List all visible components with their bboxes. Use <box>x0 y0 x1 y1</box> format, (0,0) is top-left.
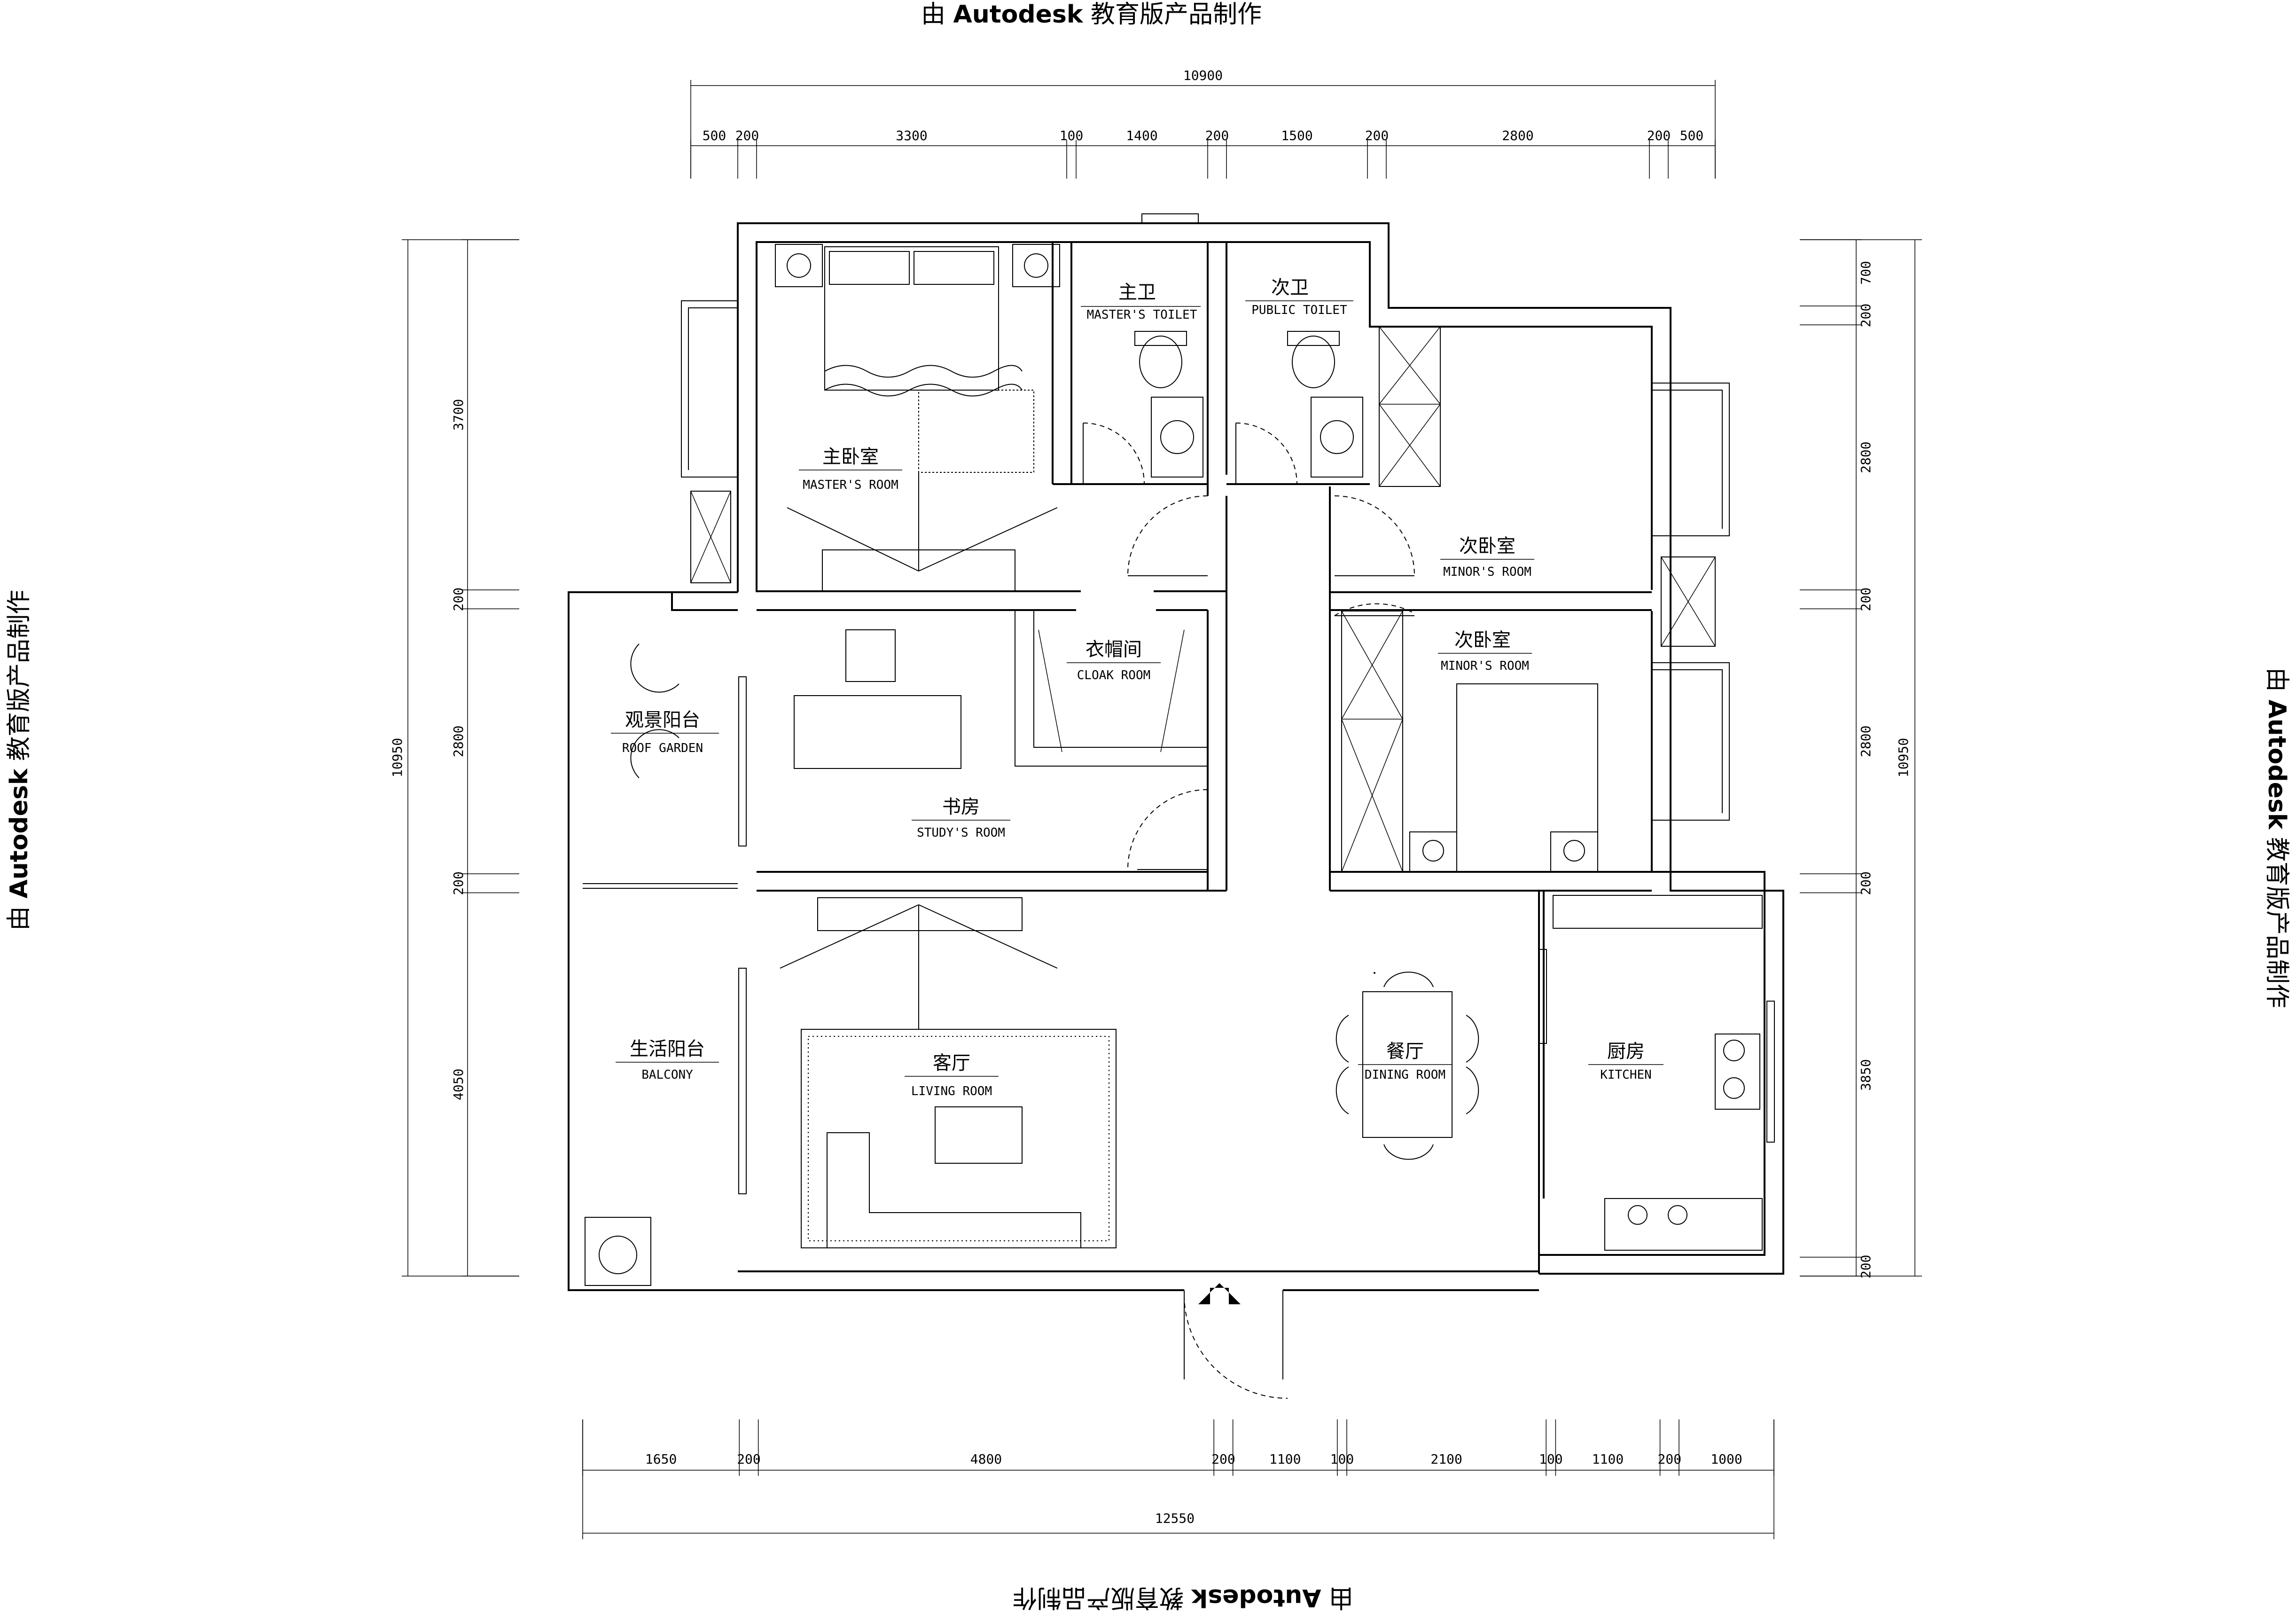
dim-right-label: 200 <box>1858 871 1874 895</box>
dim-left-label: 3700 <box>451 399 466 431</box>
dimension-left: 10950 3700 200 2800 200 4050 <box>390 239 519 1277</box>
svg-text:BALCONY: BALCONY <box>641 1068 693 1082</box>
dim-right-label: 700 <box>1858 261 1874 285</box>
svg-text:CLOAK ROOM: CLOAK ROOM <box>1077 668 1151 682</box>
svg-text:由 Autodesk 教育版产品制作: 由 Autodesk 教育版产品制作 <box>921 0 1262 29</box>
dimension-right: 10950 700 200 2800 200 2800 200 3850 200 <box>1800 239 1922 1279</box>
dim-top-label: 1500 <box>1281 128 1312 143</box>
dim-top-label: 1400 <box>1126 128 1157 143</box>
svg-text:生活阳台: 生活阳台 <box>630 1038 705 1060</box>
svg-text:MASTER'S TOILET: MASTER'S TOILET <box>1087 308 1197 322</box>
svg-text:MINOR'S ROOM: MINOR'S ROOM <box>1441 659 1529 673</box>
dim-right-total: 10950 <box>1896 738 1911 777</box>
dim-right-label: 200 <box>1858 304 1874 328</box>
room-study: 书房 STUDY'S ROOM <box>912 796 1010 840</box>
room-kitchen: 厨房 KITCHEN <box>1588 1041 1663 1082</box>
room-cloak: 衣帽间 CLOAK ROOM <box>1067 639 1161 682</box>
dim-bottom-label: 100 <box>1539 1451 1563 1467</box>
room-roof-garden: 观景阳台 ROOF GARDEN <box>611 709 719 755</box>
room-public-toilet: 次卫 PUBLIC TOILET <box>1245 277 1353 317</box>
dim-bottom-total: 12550 <box>1155 1511 1195 1526</box>
dim-left-label: 4050 <box>451 1069 466 1100</box>
dim-right-label: 2800 <box>1858 441 1874 473</box>
svg-text:PUBLIC TOILET: PUBLIC TOILET <box>1251 303 1347 317</box>
dim-bottom-label: 1000 <box>1710 1451 1742 1467</box>
svg-text:厨房: 厨房 <box>1607 1041 1645 1062</box>
svg-text:STUDY'S ROOM: STUDY'S ROOM <box>917 826 1005 840</box>
svg-text:LIVING ROOM: LIVING ROOM <box>911 1084 992 1098</box>
watermark-bottom: 由 Autodesk 教育版产品制作 <box>1013 1583 1353 1612</box>
svg-text:衣帽间: 衣帽间 <box>1086 639 1142 660</box>
svg-text:MINOR'S ROOM: MINOR'S ROOM <box>1443 565 1531 579</box>
svg-text:书房: 书房 <box>942 796 980 818</box>
dim-left-label: 2800 <box>451 726 466 757</box>
dim-left-total: 10950 <box>390 738 405 777</box>
svg-text:客厅: 客厅 <box>933 1052 970 1074</box>
svg-text:由 Autodesk 教育版产品制作: 由 Autodesk 教育版产品制作 <box>1013 1583 1353 1612</box>
dim-top-label: 200 <box>1205 128 1229 143</box>
svg-text:次卧室: 次卧室 <box>1459 535 1515 557</box>
svg-text:由 Autodesk 教育版产品制作: 由 Autodesk 教育版产品制作 <box>2263 667 2291 1008</box>
dim-bottom-label: 2100 <box>1430 1451 1462 1467</box>
dim-bottom-label: 1100 <box>1269 1451 1301 1467</box>
dim-top-label: 2800 <box>1502 128 1533 143</box>
dim-right-label: 200 <box>1858 1255 1874 1279</box>
dim-right-label: 200 <box>1858 588 1874 611</box>
dim-bottom-label: 200 <box>1211 1451 1235 1467</box>
watermark-right: 由 Autodesk 教育版产品制作 <box>2263 667 2291 1008</box>
dim-top-label: 500 <box>703 128 726 143</box>
room-balcony: 生活阳台 BALCONY <box>616 1038 719 1082</box>
dim-top-label: 200 <box>1365 128 1389 143</box>
svg-text:餐厅: 餐厅 <box>1386 1041 1424 1062</box>
dim-top-label: 100 <box>1060 128 1084 143</box>
dim-bottom-label: 200 <box>1658 1451 1682 1467</box>
dim-top-label: 500 <box>1680 128 1704 143</box>
dim-bottom-label: 4800 <box>970 1451 1002 1467</box>
dimension-top: 10900 500 200 3300 100 1400 200 1500 200 2800 200… <box>690 68 1716 179</box>
svg-text:次卧室: 次卧室 <box>1454 629 1511 651</box>
furniture <box>585 244 1763 1304</box>
dim-bottom-label: 1100 <box>1592 1451 1624 1467</box>
room-minor-2: 次卧室 MINOR'S ROOM <box>1438 629 1532 673</box>
watermark-left: 由 Autodesk 教育版产品制作 <box>5 590 33 931</box>
svg-text:DINING ROOM: DINING ROOM <box>1365 1068 1445 1082</box>
room-living: 客厅 LIVING ROOM <box>905 1052 999 1098</box>
dim-right-label: 3850 <box>1858 1059 1874 1090</box>
dim-top-label: 3300 <box>896 128 927 143</box>
dim-bottom-label: 1650 <box>645 1451 677 1467</box>
watermark-top: 由 Autodesk 教育版产品制作 <box>921 0 1262 29</box>
svg-text:主卧室: 主卧室 <box>822 446 879 468</box>
walls <box>568 213 1784 1291</box>
dim-top-total: 10900 <box>1183 68 1223 83</box>
room-minor-1: 次卧室 MINOR'S ROOM <box>1440 535 1534 579</box>
dimension-bottom: 12550 1650 200 4800 200 1100 100 2100 100 1100 20… <box>582 1419 1774 1539</box>
room-master-toilet: 主卫 MASTER'S TOILET <box>1081 282 1201 322</box>
dim-right-label: 2800 <box>1858 726 1874 757</box>
svg-text:观景阳台: 观景阳台 <box>625 709 700 731</box>
dim-top-label: 200 <box>735 128 759 143</box>
room-dining: 餐厅 DINING ROOM <box>1358 1041 1452 1082</box>
svg-text:主卫: 主卫 <box>1118 282 1156 303</box>
doors <box>1083 423 1415 1399</box>
dim-left-label: 200 <box>451 588 466 611</box>
dim-left-label: 200 <box>451 871 466 895</box>
dim-bottom-label: 100 <box>1330 1451 1354 1467</box>
svg-text:MASTER'S ROOM: MASTER'S ROOM <box>803 478 898 492</box>
room-master-bedroom: 主卧室 MASTER'S ROOM <box>799 446 902 492</box>
svg-text:ROOF GARDEN: ROOF GARDEN <box>622 741 703 755</box>
svg-text:次卫: 次卫 <box>1271 277 1309 298</box>
dim-bottom-label: 200 <box>737 1451 761 1467</box>
svg-text:由 Autodesk 教育版产品制作: 由 Autodesk 教育版产品制作 <box>5 590 33 931</box>
svg-text:KITCHEN: KITCHEN <box>1600 1068 1652 1082</box>
dim-top-label: 200 <box>1647 128 1671 143</box>
